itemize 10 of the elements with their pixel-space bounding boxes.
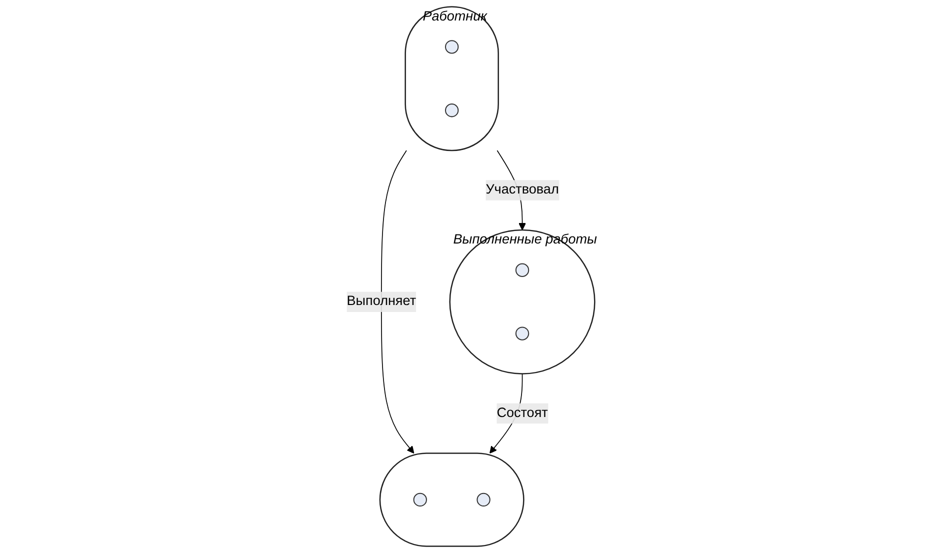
edge-label: Участвовал (485, 182, 559, 198)
node-circle (476, 492, 490, 507)
edge-label: Состоят (496, 406, 548, 420)
arrow (380, 150, 414, 454)
node-circle (444, 40, 458, 54)
edge-label: Выполняет (346, 294, 416, 309)
node-circle (413, 492, 427, 507)
node-circle (515, 263, 529, 277)
node-circle (444, 104, 458, 118)
node-circle (515, 326, 529, 340)
